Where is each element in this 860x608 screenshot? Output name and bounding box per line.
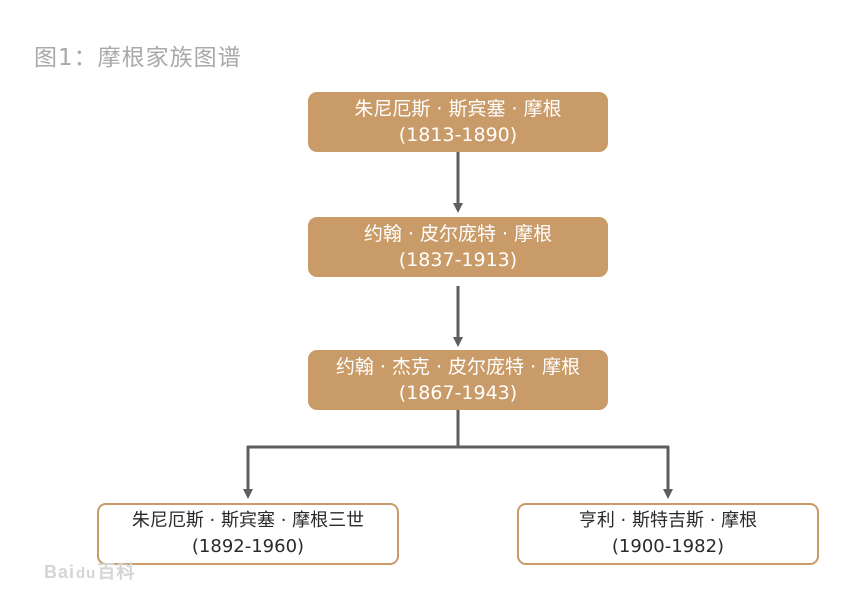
node-years: (1892-1960) <box>191 536 305 557</box>
node-junius-spencer-morgan-iii: 朱尼厄斯 · 斯宾塞 · 摩根三世 (1892-1960) <box>97 503 399 565</box>
node-john-jack-pierpont-morgan: 约翰 · 杰克 · 皮尔庞特 · 摩根 (1867-1943) <box>308 350 608 410</box>
node-john-pierpont-morgan: 约翰 · 皮尔庞特 · 摩根 (1837-1913) <box>308 217 608 277</box>
diagram-title: 图1：摩根家族图谱 <box>34 45 242 71</box>
node-name: 朱尼厄斯 · 斯宾塞 · 摩根三世 <box>131 510 365 531</box>
node-years: (1900-1982) <box>611 536 725 557</box>
baidu-baike-watermark: Baidu百科 <box>44 562 136 582</box>
node-name: 亨利 · 斯特吉斯 · 摩根 <box>578 510 758 531</box>
node-years: (1867-1943) <box>398 382 518 404</box>
node-henry-sturgis-morgan: 亨利 · 斯特吉斯 · 摩根 (1900-1982) <box>517 503 819 565</box>
node-years: (1813-1890) <box>398 124 518 146</box>
node-junius-spencer-morgan: 朱尼厄斯 · 斯宾塞 · 摩根 (1813-1890) <box>308 92 608 152</box>
node-years: (1837-1913) <box>398 249 518 271</box>
node-name: 约翰 · 皮尔庞特 · 摩根 <box>363 223 553 245</box>
node-name: 朱尼厄斯 · 斯宾塞 · 摩根 <box>354 98 562 120</box>
node-name: 约翰 · 杰克 · 皮尔庞特 · 摩根 <box>335 356 581 378</box>
